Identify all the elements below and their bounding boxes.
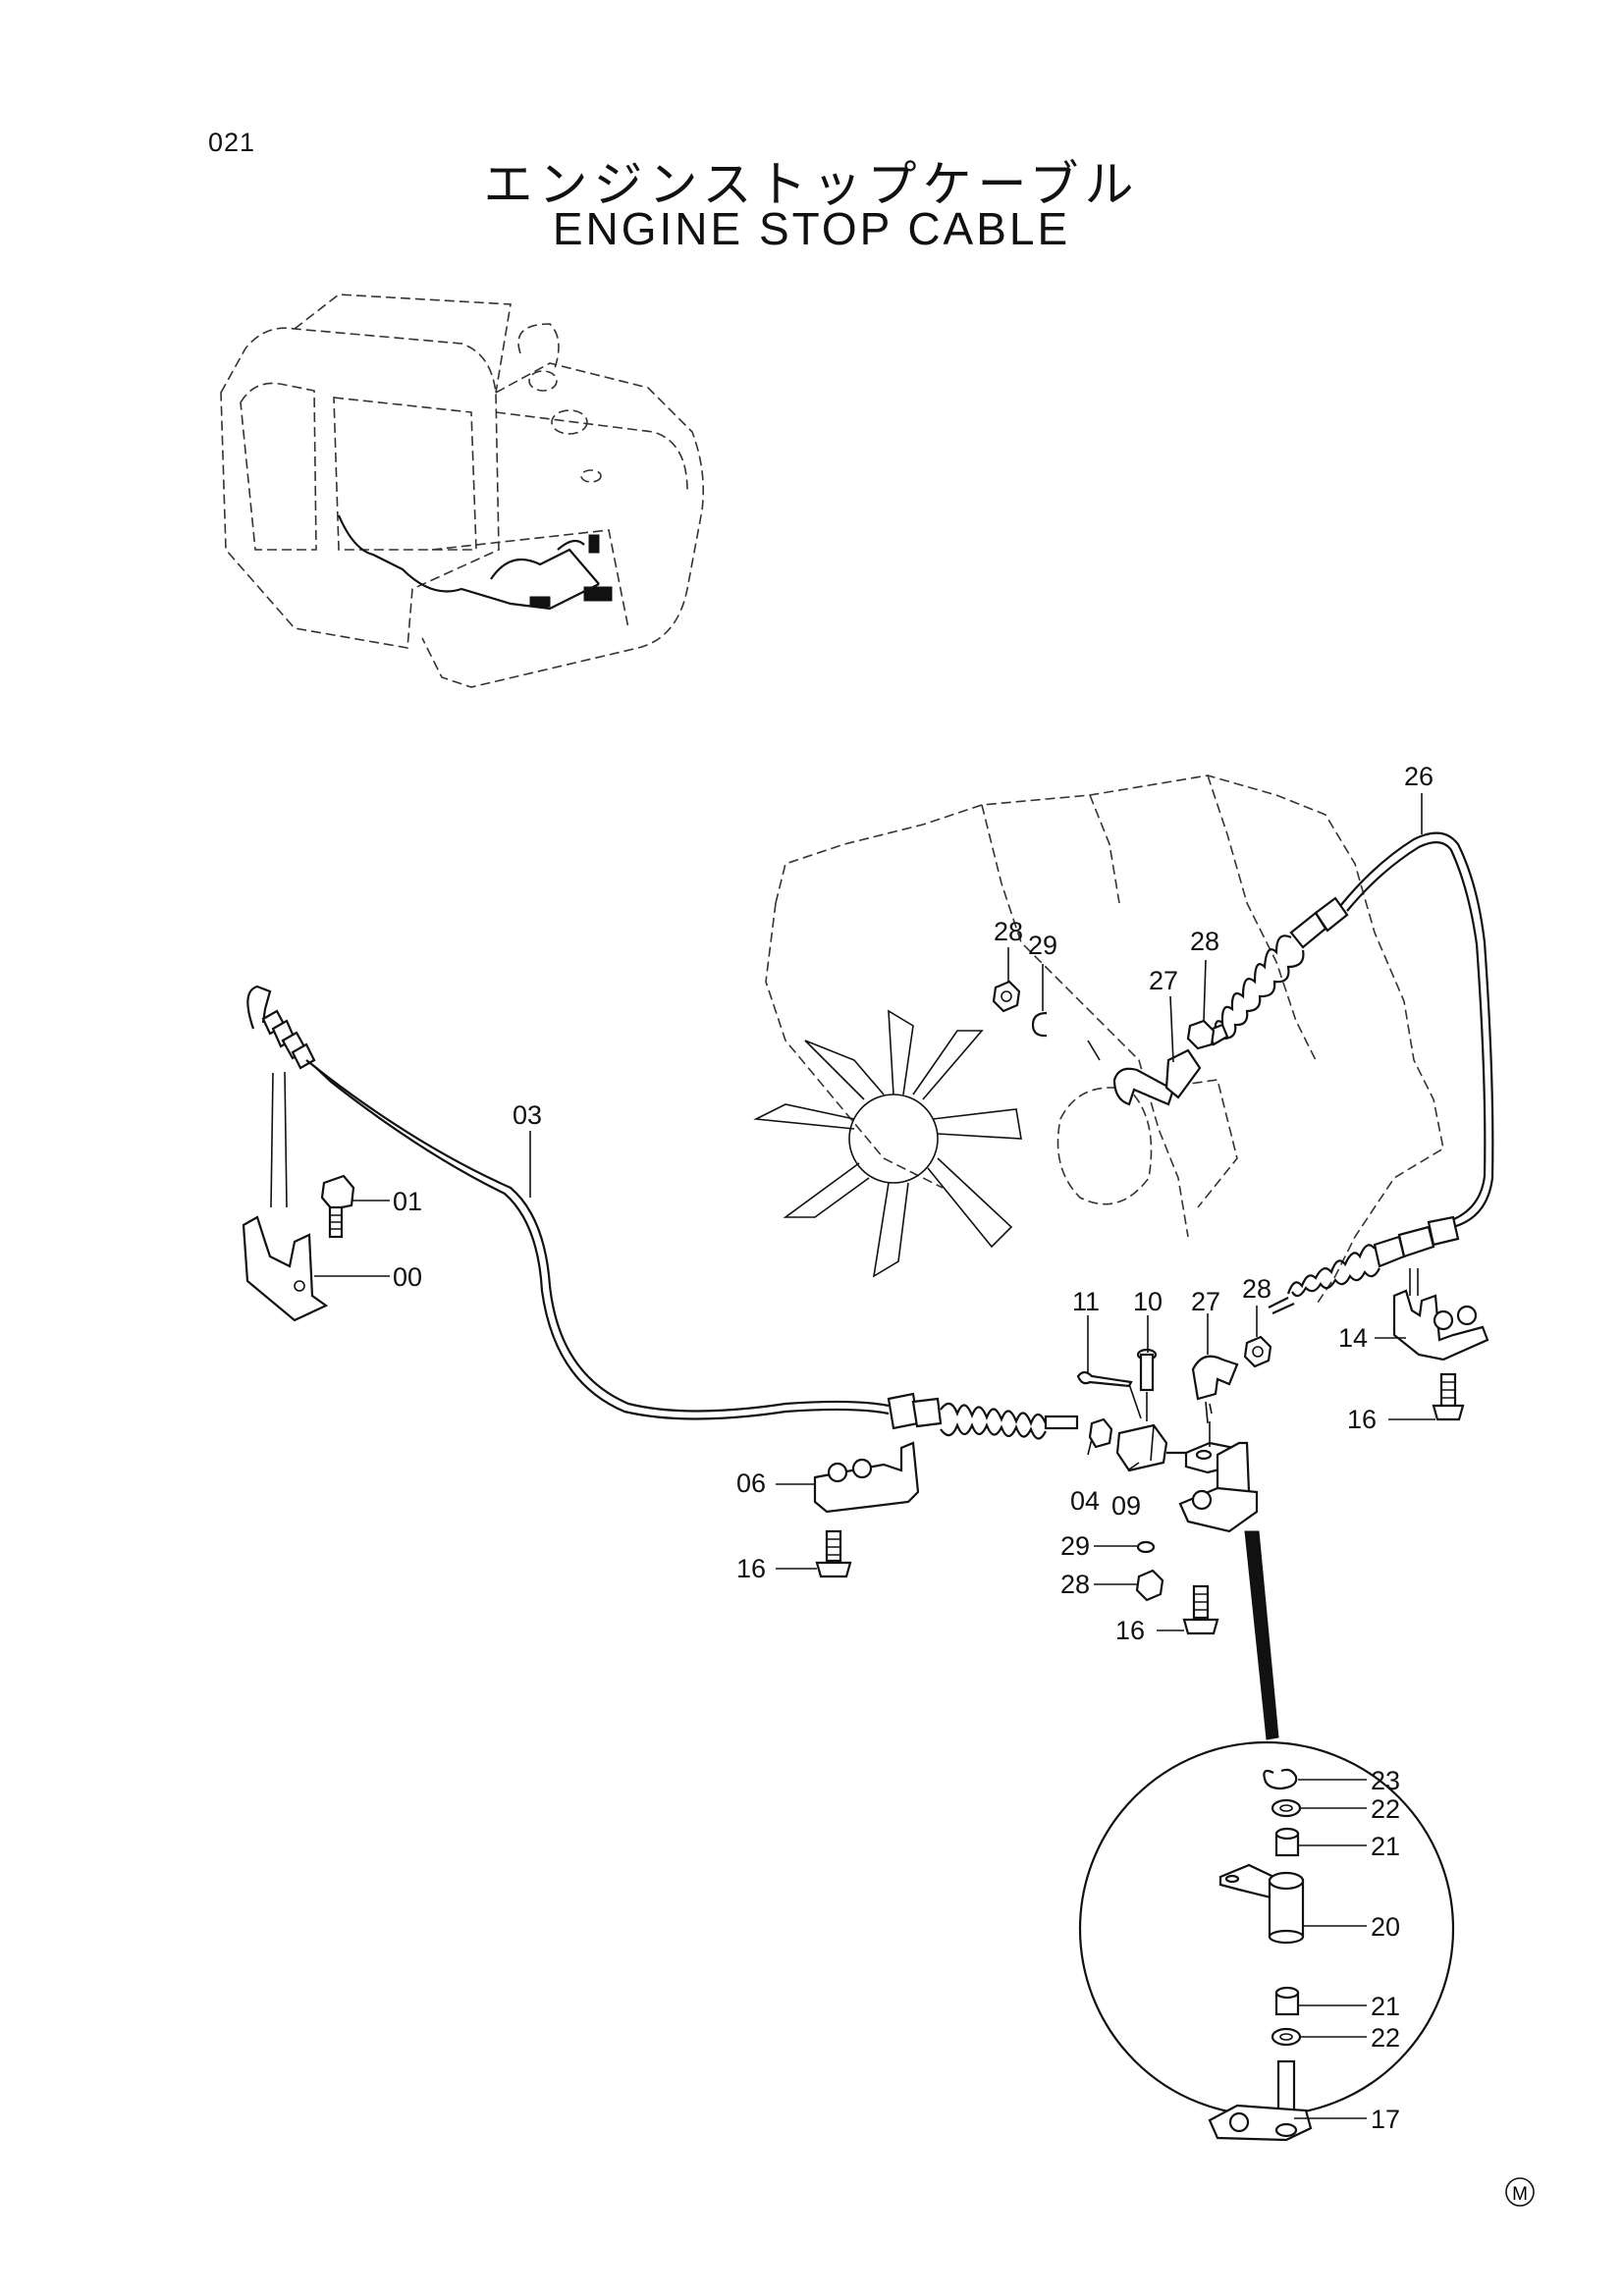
detail-circle: [1078, 1740, 1455, 2142]
label-16-center: 16: [1115, 1616, 1145, 1645]
label-17: 17: [1371, 2105, 1400, 2134]
bolt-16-center: [1182, 1584, 1219, 1635]
clip-29-upper: [1031, 1011, 1048, 1038]
lever-assembly: [1178, 1403, 1259, 1533]
label-14: 14: [1338, 1323, 1368, 1353]
nut-28-bottom: [1135, 1569, 1164, 1602]
label-01: 01: [393, 1187, 422, 1216]
nut-28-upper-right: [1186, 1019, 1216, 1050]
bolt-16-right: [1432, 1372, 1465, 1421]
label-09: 09: [1111, 1491, 1141, 1521]
label-10: 10: [1133, 1287, 1163, 1316]
label-28-upper-right: 28: [1190, 927, 1219, 956]
washer-29-lower: [1136, 1540, 1156, 1554]
bracket-06: [813, 1441, 920, 1514]
label-20: 20: [1371, 1912, 1400, 1942]
label-27-lower: 27: [1191, 1287, 1220, 1316]
circled-m-mark: M: [1505, 2177, 1535, 2207]
part-labels: 01 00 03 06 16 04 09 11 10 27 28 29 28 1…: [393, 762, 1434, 2134]
elbow-27-lower: [1191, 1355, 1239, 1424]
label-26: 26: [1404, 762, 1434, 791]
joint-09: [1115, 1423, 1188, 1472]
nut-28-upper-left: [992, 980, 1021, 1013]
bolt-01: [320, 1174, 355, 1239]
label-29-upper: 29: [1028, 931, 1057, 960]
label-21-upper: 21: [1371, 1832, 1400, 1861]
label-06: 06: [736, 1468, 766, 1498]
label-28-bottom: 28: [1060, 1570, 1090, 1599]
cable-03: [246, 985, 1079, 1440]
label-27-upper: 27: [1149, 966, 1178, 995]
bolt-16-left: [815, 1529, 852, 1578]
pin-10: [1136, 1348, 1158, 1421]
engine-outline: [753, 774, 1444, 1307]
label-22-lower: 22: [1371, 2023, 1400, 2053]
cotter-pin-11: [1076, 1370, 1142, 1419]
cable-26: [1206, 831, 1494, 1315]
label-16-left: 16: [736, 1554, 766, 1583]
title-japanese: エンジンストップケーブル: [483, 156, 1140, 213]
label-22-upper: 22: [1371, 1794, 1400, 1824]
excavator-overview: [220, 294, 704, 688]
label-28-upper-left: 28: [994, 917, 1023, 946]
label-28-lower: 28: [1242, 1274, 1271, 1304]
label-29-lower: 29: [1060, 1531, 1090, 1561]
page-number: 021: [208, 128, 256, 157]
label-21-lower: 21: [1371, 1992, 1400, 2021]
label-03: 03: [513, 1100, 542, 1130]
bracket-00: [242, 1071, 329, 1322]
mark-letter: M: [1512, 2184, 1528, 2205]
label-00: 00: [393, 1262, 422, 1292]
label-11: 11: [1072, 1287, 1100, 1316]
elbow-27-upper: [1087, 1040, 1202, 1106]
detail-pointer: [1244, 1530, 1279, 1740]
label-04: 04: [1070, 1486, 1100, 1516]
nut-04: [1088, 1417, 1113, 1449]
bracket-14: [1392, 1289, 1489, 1362]
label-23: 23: [1371, 1766, 1400, 1795]
title-english: ENGINE STOP CABLE: [552, 203, 1071, 254]
leader-lines: [314, 793, 1435, 2119]
label-16-right: 16: [1347, 1405, 1377, 1434]
nut-28-lower: [1243, 1335, 1272, 1368]
